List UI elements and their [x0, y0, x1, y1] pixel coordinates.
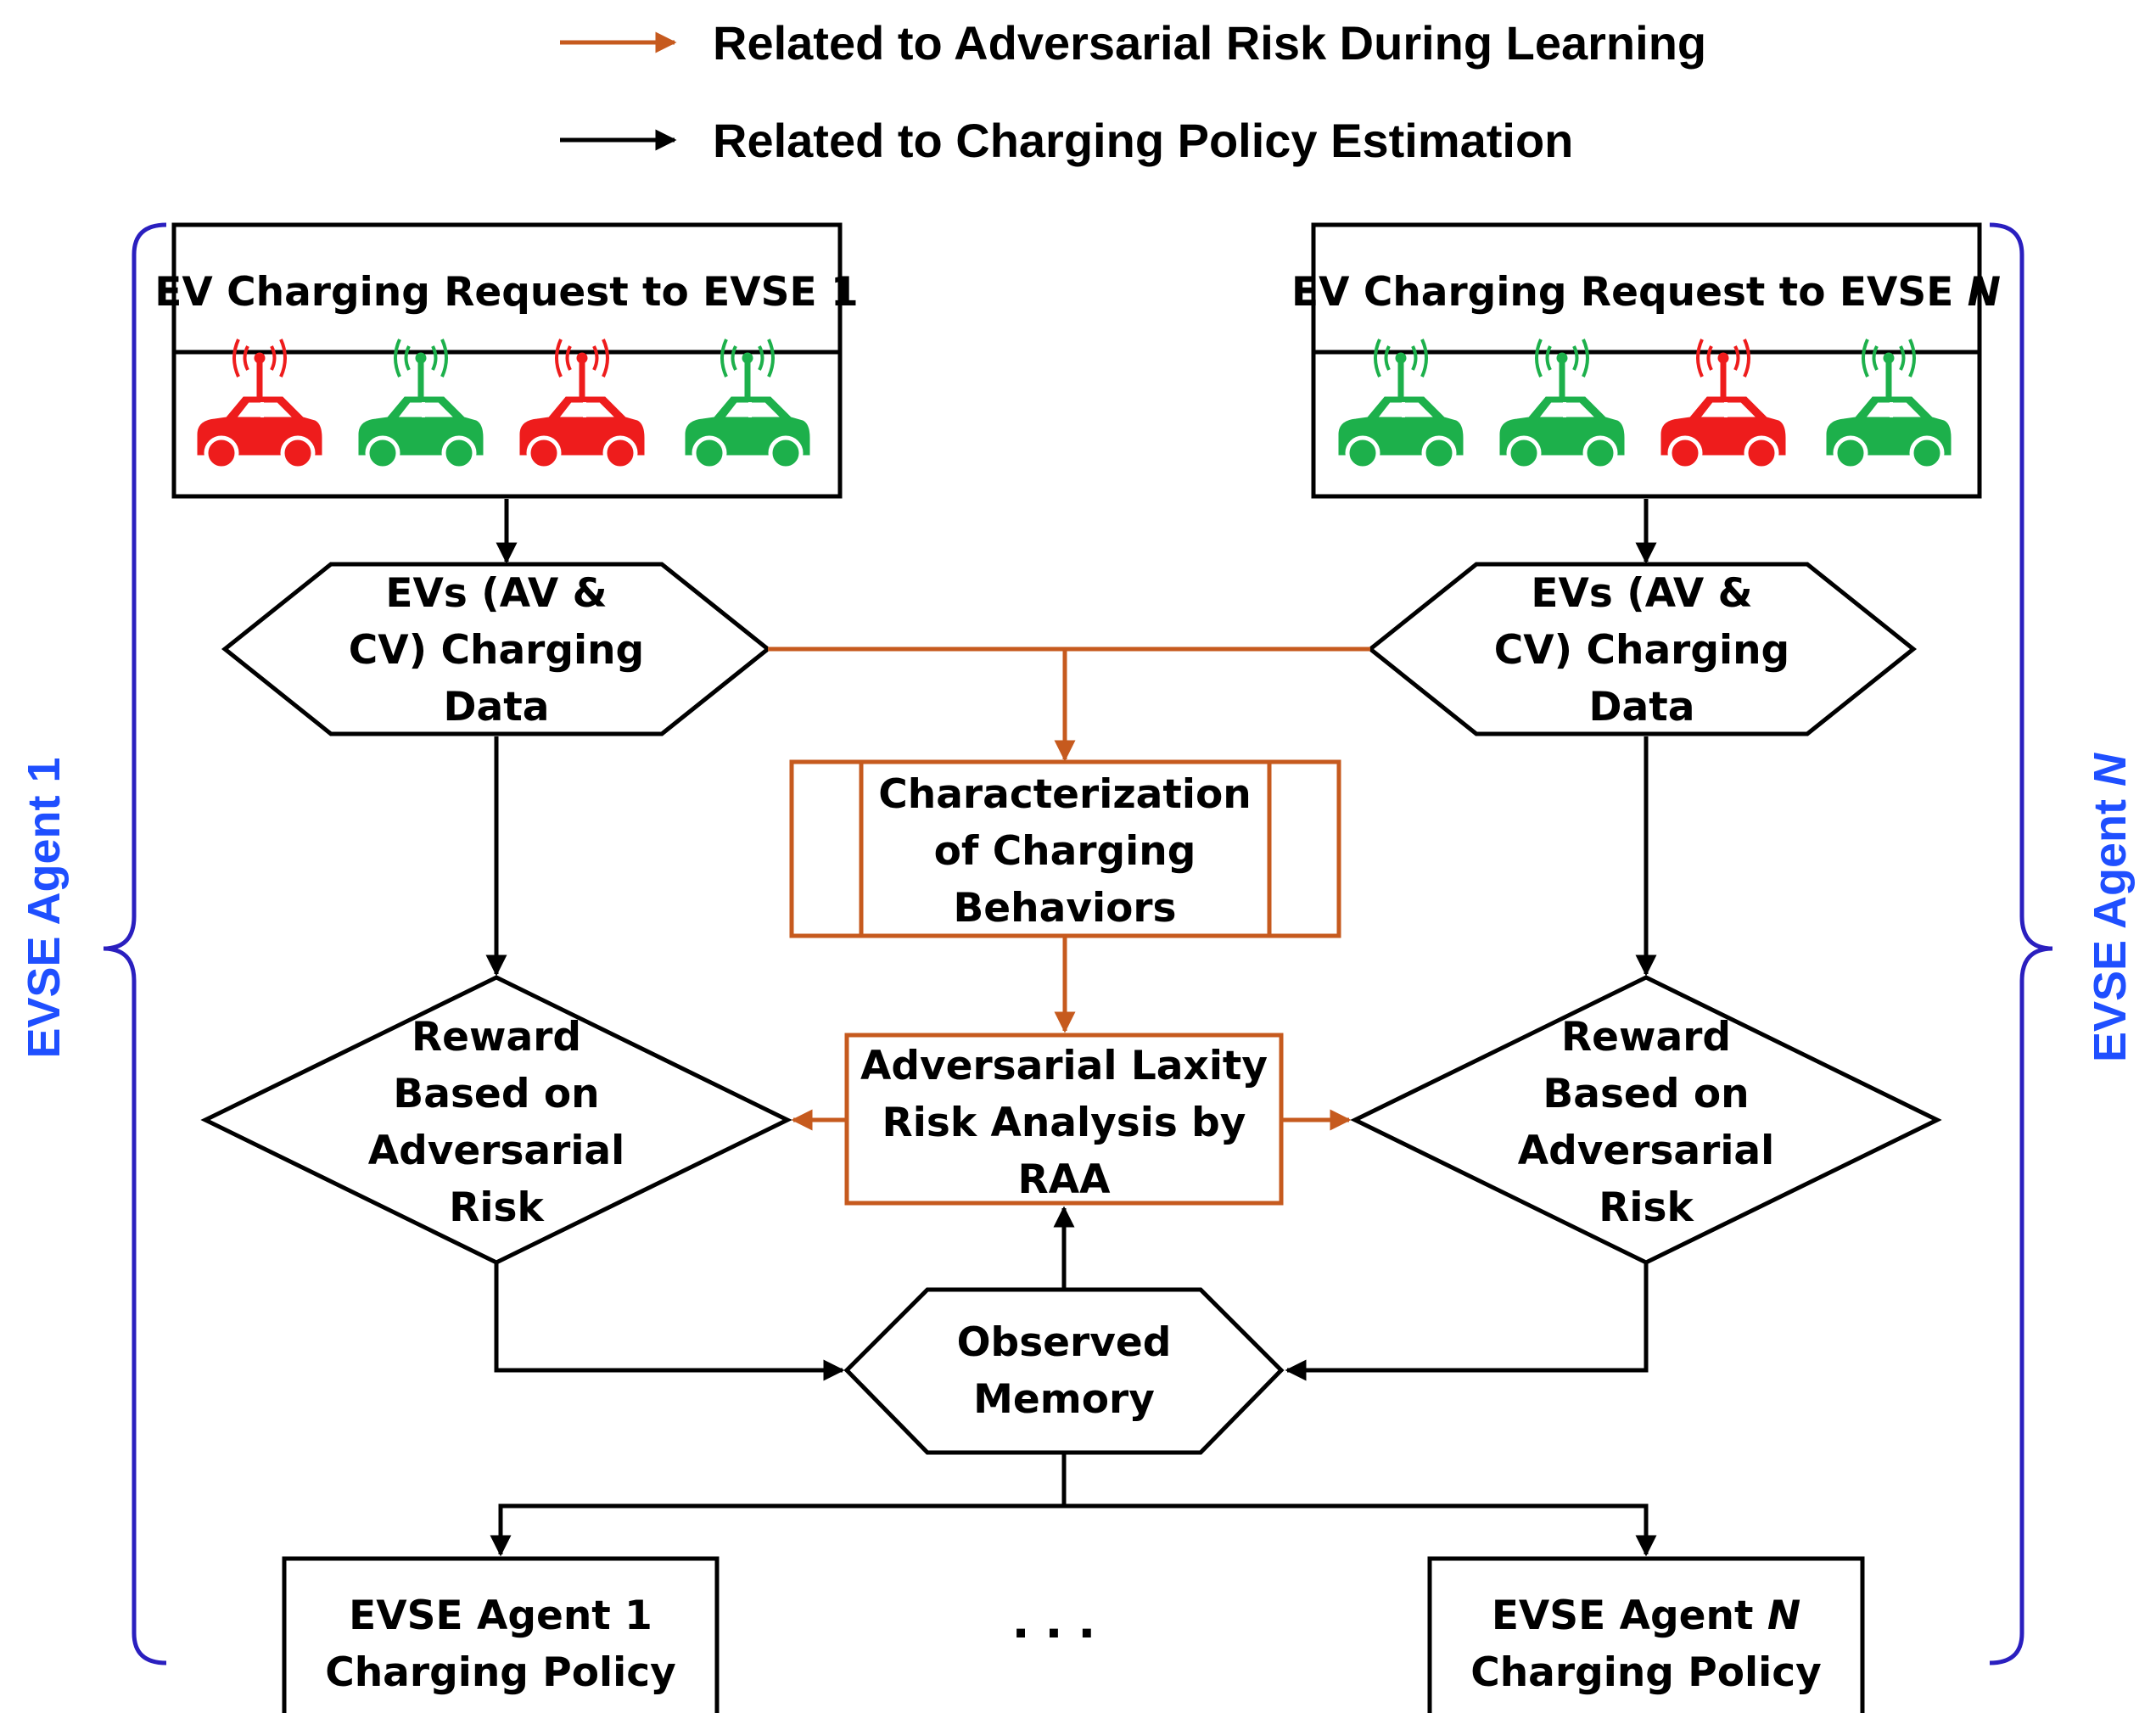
reward-left-line1: Reward [412, 1014, 581, 1061]
data-left-line3: Data [444, 684, 550, 731]
legend-black-label: Related to Charging Policy Estimation [713, 114, 1573, 167]
policy-left-line2: Charging Policy [325, 1649, 676, 1696]
agent-label-left: EVSE Agent 1 [19, 757, 70, 1058]
arrow-reward-right-to-memory [1285, 1262, 1649, 1381]
characterization-box: Characterization of Charging Behaviors [789, 759, 1341, 938]
charging-request-right: EV Charging Request to EVSE N [1291, 222, 2001, 499]
data-right-line1: EVs (AV & [1531, 570, 1752, 617]
reward-right: Reward Based on Adversarial Risk [1350, 975, 1942, 1265]
charging-data-right: EVs (AV & CV) Charging Data [1366, 562, 1918, 736]
characterization-line3: Behaviors [953, 885, 1176, 932]
data-left-line1: EVs (AV & [385, 570, 607, 617]
raa-box: Adversarial Laxity Risk Analysis by RAA [844, 1033, 1284, 1206]
legend: Related to Adversarial Risk During Learn… [560, 16, 1706, 167]
request-right-title: EV Charging Request to EVSE N [1291, 269, 2001, 316]
data-left-line2: CV) Charging [349, 627, 644, 674]
memory-line1: Observed [957, 1319, 1172, 1366]
raa-line1: Adversarial Laxity [860, 1043, 1268, 1089]
arrow-memory-to-policy-right [1064, 1503, 1657, 1557]
raa-line2: Risk Analysis by [882, 1100, 1246, 1146]
characterization-line1: Characterization [878, 771, 1251, 818]
left-agent-brace [103, 222, 167, 1665]
arrow-memory-to-policy-left [490, 1453, 1067, 1557]
request-left-title: EV Charging Request to EVSE 1 [154, 269, 858, 316]
reward-right-line4: Risk [1599, 1184, 1694, 1231]
policy-left-line1: EVSE Agent 1 [349, 1593, 652, 1639]
reward-left-line2: Based on [393, 1071, 599, 1117]
reward-right-line3: Adversarial [1518, 1128, 1775, 1174]
right-agent-brace [1989, 222, 2053, 1665]
ellipsis: . . . [1012, 1584, 1095, 1650]
charging-data-left: EVs (AV & CV) Charging Data [221, 562, 772, 736]
reward-left: Reward Based on Adversarial Risk [200, 975, 792, 1265]
policy-left: EVSE Agent 1 Charging Policy [282, 1556, 720, 1713]
arrow-reward-left-to-memory [494, 1262, 845, 1381]
legend-orange-label: Related to Adversarial Risk During Learn… [713, 16, 1706, 70]
policy-right-line1: EVSE Agent N [1492, 1593, 1800, 1639]
reward-right-line1: Reward [1561, 1014, 1731, 1061]
data-right-line3: Data [1589, 684, 1695, 731]
reward-left-line3: Adversarial [368, 1128, 625, 1174]
policy-right: EVSE Agent N Charging Policy [1427, 1556, 1865, 1713]
memory-line2: Memory [973, 1376, 1155, 1423]
observed-memory: Observed Memory [843, 1287, 1285, 1455]
characterization-line2: of Charging [934, 828, 1196, 875]
charging-request-left: EV Charging Request to EVSE 1 [154, 222, 859, 499]
policy-right-line2: Charging Policy [1470, 1649, 1822, 1696]
agent-label-right: EVSE Agent N [2085, 753, 2136, 1062]
data-right-line2: CV) Charging [1494, 627, 1789, 674]
raa-line3: RAA [1018, 1156, 1112, 1203]
reward-left-line4: Risk [449, 1184, 545, 1231]
reward-right-line2: Based on [1543, 1071, 1749, 1117]
